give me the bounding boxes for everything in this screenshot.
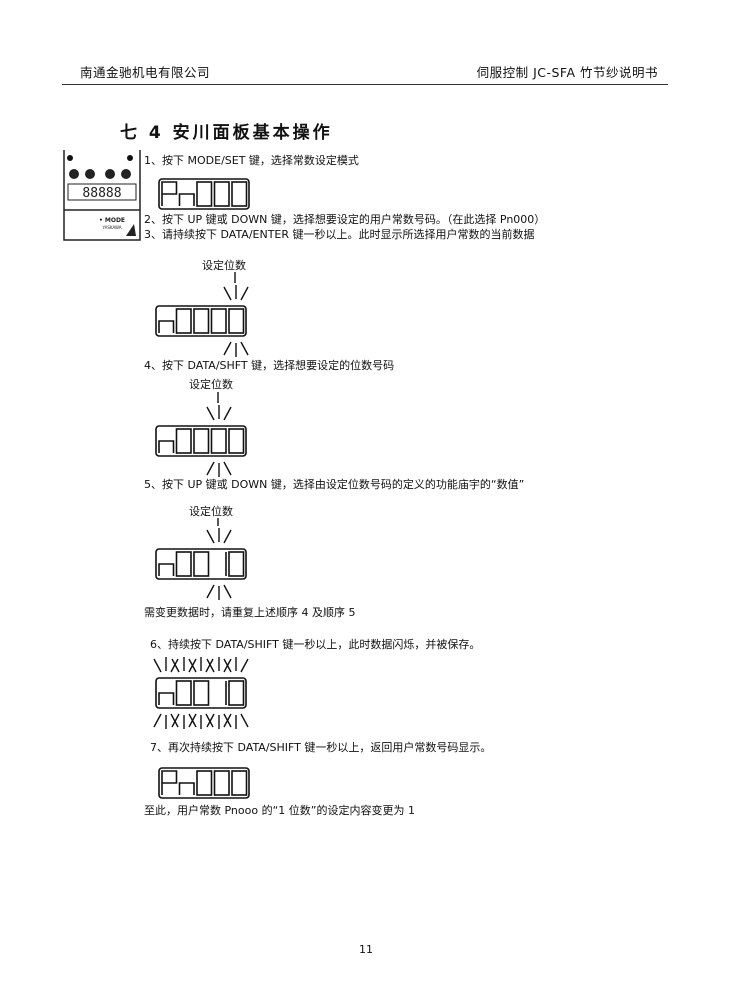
blink-rays [206,405,232,477]
display-digit-0 [175,551,192,577]
digit-pointer-line [234,272,236,283]
display-digit-0 [228,551,245,577]
display-digit-0 [193,680,210,706]
header-company: 南通金驰机电有限公司 [80,65,211,80]
digit-label-3: 设定位数 [189,505,233,518]
display-digit-0 [196,770,213,796]
display-digit-0 [213,181,230,207]
display-digit-0 [175,308,192,334]
digit-pointer-line [217,392,219,403]
seven-segment-display [158,767,250,799]
note-repeat: 需变更数据时，请重复上述顺序 4 及顺序 5 [144,606,356,619]
display-digit-0 [193,428,210,454]
display-digit-0 [193,551,210,577]
seven-segment-display [158,178,250,210]
seven-segment-display [155,425,247,457]
blink-rays [223,285,249,357]
blink-rays [171,657,197,729]
display-digit-P [161,770,178,795]
panel-readout: 88888 [82,186,121,201]
display-digit-0 [228,428,245,454]
seven-segment-display [155,548,247,580]
step-1: 1、按下 MODE/SET 键，选择常数设定模式 [144,154,359,167]
header-rule [62,84,668,85]
blink-rays [223,657,249,729]
display-digit-0 [228,680,245,706]
blink-rays [206,657,232,729]
svg-text:• MODE: • MODE [99,217,125,224]
digit-pointer-line [217,518,219,526]
display-digit-0 [196,181,213,207]
display-digit-n [178,193,195,206]
seven-segment-display [155,305,247,337]
digit-label-1: 设定位数 [202,259,246,272]
step-2: 2、按下 UP 键或 DOWN 键，选择想要设定的用户常数号码。（在此选择 Pn… [144,213,546,226]
display-digit-0 [213,770,230,796]
step-6: 6、持续按下 DATA/SHIFT 键一秒以上，此时数据闪烁，并被保存。 [150,638,481,651]
digit-label-2: 设定位数 [189,378,233,391]
display-digit-n [158,440,175,453]
display-digit-n [158,563,175,576]
header-manual-title: 伺服控制 JC-SFA 竹节纱说明书 [476,65,658,80]
display-digit-0 [210,428,227,454]
blink-rays [206,528,232,600]
servo-panel-illustration: 88888 • MODE YASKAWA [63,150,141,241]
seven-segment-display [155,677,247,709]
display-digit-n [158,320,175,333]
blink-rays [153,657,179,729]
final-note: 至此，用户常数 Pnooo 的“1 位数”的设定内容变更为 1 [144,804,415,817]
display-digit-0 [210,308,227,334]
display-digit-0 [175,680,192,706]
display-digit-n [158,692,175,705]
display-digit-0 [193,308,210,334]
panel-brand: YASKAWA [102,225,122,230]
step-4: 4、按下 DATA/SHFT 键，选择想要设定的位数号码 [144,359,395,372]
display-digit-0 [231,181,248,207]
step-7: 7、再次持续按下 DATA/SHIFT 键一秒以上，返回用户常数号码显示。 [150,741,492,754]
display-digit-0 [175,428,192,454]
display-digit-P [161,181,178,206]
display-digit-0 [231,770,248,796]
display-digit-n [178,782,195,795]
step-3: 3、请持续按下 DATA/ENTER 键一秒以上。此时显示所选择用户常数的当前数… [144,228,535,241]
section-title: 七 4 安川面板基本操作 [120,123,333,143]
step-5: 5、按下 UP 键或 DOWN 键，选择由设定位数号码的定义的功能庙宇的“数值” [144,478,525,491]
display-digit-0 [228,308,245,334]
page-number: 11 [359,943,373,956]
